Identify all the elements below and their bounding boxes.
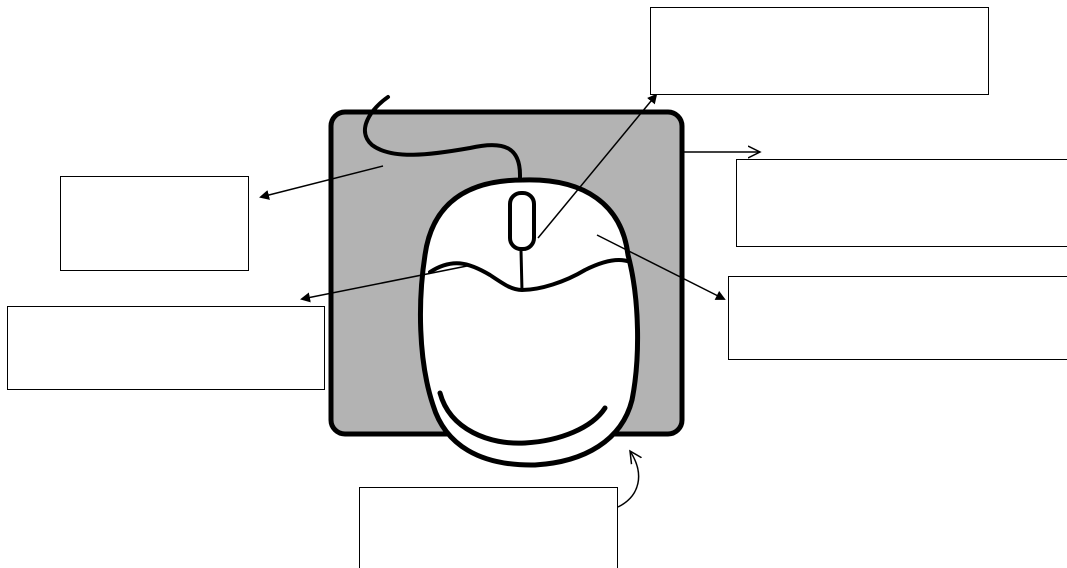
arrow-cable — [259, 165, 384, 200]
arrow-mouse-body — [617, 451, 639, 508]
label-box-mouse-pad[interactable] — [736, 159, 1067, 247]
palm-rest-curve — [437, 390, 608, 446]
label-box-scroll-wheel[interactable] — [650, 7, 989, 95]
scroll-wheel — [508, 191, 536, 251]
label-box-right-button[interactable] — [728, 276, 1067, 360]
label-box-cable[interactable] — [60, 176, 249, 271]
mouse-cable — [363, 95, 522, 187]
label-box-left-button[interactable] — [7, 306, 325, 390]
arrow-left-button — [300, 264, 473, 303]
label-box-mouse-body[interactable] — [359, 487, 618, 568]
button-split — [519, 249, 524, 292]
mouse-body — [417, 177, 641, 468]
arrow-scroll-wheel — [537, 93, 658, 239]
arrow-right-button — [596, 234, 726, 300]
